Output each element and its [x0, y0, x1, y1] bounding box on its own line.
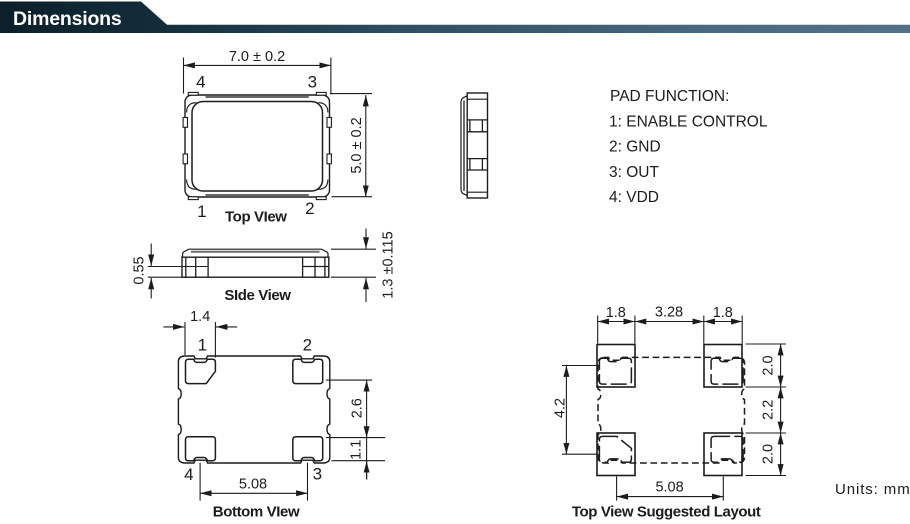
svg-text:2.0: 2.0 [761, 355, 777, 375]
svg-text:3: 3 [313, 464, 322, 483]
svg-text:4: VDD: 4: VDD [609, 189, 659, 206]
svg-text:2.0: 2.0 [761, 444, 777, 464]
svg-text:1.8: 1.8 [713, 305, 733, 321]
svg-text:1.3 ±0.115: 1.3 ±0.115 [381, 231, 397, 298]
svg-text:Units: mm: Units: mm [835, 481, 910, 498]
svg-text:SIde View: SIde View [224, 287, 291, 304]
svg-text:2.6: 2.6 [350, 398, 366, 418]
svg-text:Dimensions: Dimensions [13, 8, 122, 30]
svg-text:5.0 ± 0.2: 5.0 ± 0.2 [349, 117, 365, 173]
svg-text:1.1: 1.1 [349, 440, 365, 460]
svg-text:0.55: 0.55 [132, 256, 148, 284]
svg-text:1: 1 [197, 202, 206, 221]
svg-text:5.08: 5.08 [239, 476, 267, 492]
svg-text:1.4: 1.4 [190, 309, 210, 325]
svg-text:Top View Suggested Layout: Top View Suggested Layout [572, 504, 761, 521]
svg-text:1: 1 [198, 336, 207, 355]
svg-text:4: 4 [196, 72, 205, 91]
svg-text:2: GND: 2: GND [609, 139, 661, 156]
svg-text:Bottom VIew: Bottom VIew [213, 504, 300, 521]
svg-text:3.28: 3.28 [655, 304, 683, 320]
svg-text:2: 2 [303, 336, 312, 355]
svg-text:7.0 ± 0.2: 7.0 ± 0.2 [229, 49, 285, 65]
svg-text:1: ENABLE CONTROL: 1: ENABLE CONTROL [609, 113, 768, 130]
svg-text:Top VIew: Top VIew [225, 209, 287, 226]
svg-text:3: OUT: 3: OUT [609, 164, 659, 181]
svg-text:4: 4 [184, 465, 193, 484]
svg-text:PAD FUNCTION:: PAD FUNCTION: [610, 88, 729, 105]
svg-text:4.2: 4.2 [553, 398, 569, 418]
svg-text:1.8: 1.8 [606, 305, 626, 321]
svg-text:2.2: 2.2 [761, 400, 777, 420]
svg-text:3: 3 [308, 73, 317, 92]
svg-text:2: 2 [305, 199, 314, 218]
svg-text:5.08: 5.08 [655, 480, 683, 496]
